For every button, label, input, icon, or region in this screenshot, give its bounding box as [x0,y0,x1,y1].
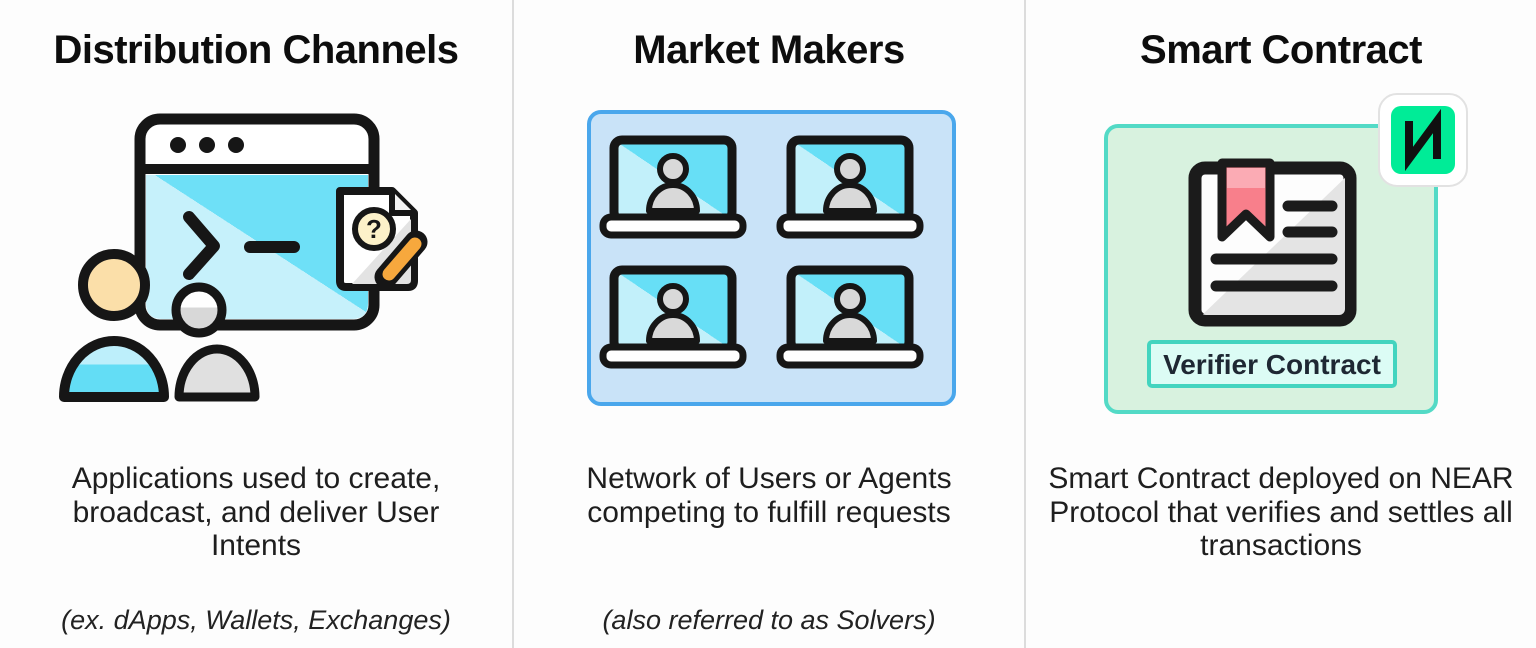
terminal-prompt-icon [183,211,300,280]
verifier-contract-label: Verifier Contract [1147,340,1397,388]
column-description: Applications used to create, broadcast, … [71,462,441,563]
window-dot [228,137,244,153]
intent-document-icon: ? [336,187,428,291]
window-dot [170,137,186,153]
user-cyan-icon [59,249,169,402]
terminal-window-with-users-icon: ? [59,113,428,402]
column-description: Smart Contract deployed on NEAR Protocol… [1048,462,1514,563]
laptop-user-icon [599,135,747,239]
user-gray-icon [171,282,260,402]
column-note: (also referred to as Solvers) [602,605,936,635]
column-description: Network of Users or Agents competing to … [586,462,952,529]
distribution-channels-illustration: ? [56,90,456,430]
market-makers-illustration [569,90,969,430]
column-title: Market Makers [633,28,905,72]
column-market-makers: Market Makers [512,0,1024,648]
column-distribution-channels: Distribution Channels [0,0,512,648]
near-logo-icon [1378,93,1468,187]
column-note: (ex. dApps, Wallets, Exchanges) [61,605,451,635]
window-dot [199,137,215,153]
verifier-contract-icon: Verifier Contract [1104,93,1468,414]
laptop-user-icon [599,265,747,369]
document-text-lines [1210,200,1338,292]
pencil-icon [374,230,428,289]
column-smart-contract: Smart Contract [1024,0,1536,648]
column-title: Distribution Channels [53,28,459,72]
smart-contract-illustration: Verifier Contract [1081,90,1481,430]
contract-document-icon [1188,158,1357,327]
laptop-network-grid-icon [587,110,956,406]
column-title: Smart Contract [1140,28,1422,72]
question-mark-icon [352,207,396,251]
question-glyph: ? [366,214,382,244]
laptop-user-icon [776,265,924,369]
verifier-contract-text: Verifier Contract [1163,349,1381,380]
laptop-user-icon [776,135,924,239]
bookmark-ribbon-icon [1217,158,1275,242]
